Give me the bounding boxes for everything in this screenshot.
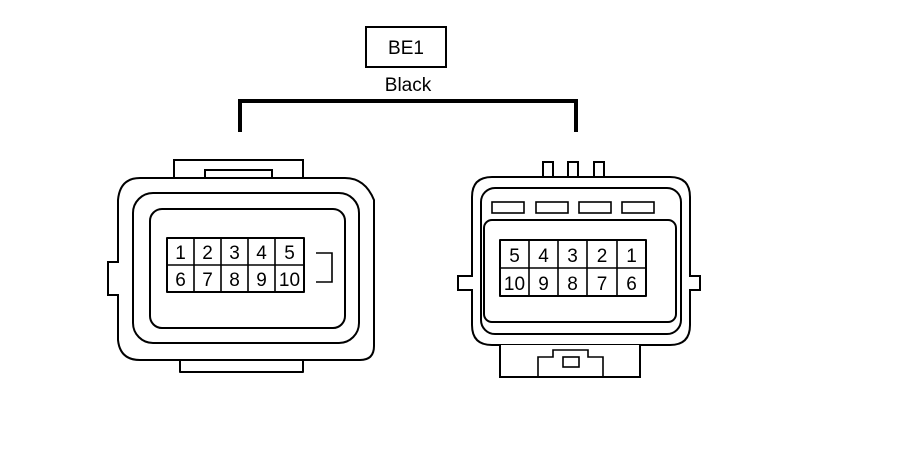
connector-code-box [365,26,447,68]
left-pin-label: 8 [229,270,240,291]
right-pin-grid: 5 4 3 2 1 10 9 8 7 6 [499,239,647,297]
connector-code-label: BE1 [365,26,447,68]
right-top-slot [535,201,569,214]
left-pin-label: 10 [279,270,300,291]
right-pin-label: 4 [538,246,549,267]
right-pin-label: 10 [504,274,525,295]
right-housing-inner [480,187,682,335]
left-connector: 1 2 3 4 5 6 7 8 9 10 [107,159,375,373]
right-connector-face [483,219,677,323]
right-nub [567,161,579,179]
right-pin-label: 2 [597,246,608,267]
right-pin-label: 7 [597,274,608,295]
left-pin-label: 3 [229,243,240,264]
right-pin-label: 9 [538,274,549,295]
left-pin-label: 9 [256,270,267,291]
right-pin-label: 6 [626,274,637,295]
connector-color-text: Black [385,75,432,96]
right-latch-base [499,345,641,378]
right-top-slot [621,201,655,214]
left-housing-outer [107,177,375,361]
connector-code-text: BE1 [388,38,424,59]
right-pin-label: 1 [626,246,637,267]
left-connector-face [149,208,346,329]
right-pin-label: 3 [567,246,578,267]
left-pin-label: 7 [202,270,213,291]
left-pin-label: 4 [256,243,267,264]
left-pin-label: 5 [284,243,295,264]
right-top-slot [491,201,525,214]
left-pin-grid: 1 2 3 4 5 6 7 8 9 10 [166,237,305,293]
left-housing-foot [179,360,304,373]
left-pin-label: 6 [175,270,186,291]
right-nub [542,161,554,179]
right-pin-label: 5 [509,246,520,267]
right-nub [593,161,605,179]
view-bracket [238,99,578,132]
left-pin-label: 2 [202,243,213,264]
left-housing-inner [132,192,360,344]
right-pin-label: 8 [567,274,578,295]
right-latch-slot [562,356,580,368]
left-pin-label: 1 [175,243,186,264]
right-connector: 5 4 3 2 1 10 9 8 7 6 [457,161,701,378]
right-latch [537,349,604,377]
right-top-slot [578,201,612,214]
left-side-key [316,252,333,283]
